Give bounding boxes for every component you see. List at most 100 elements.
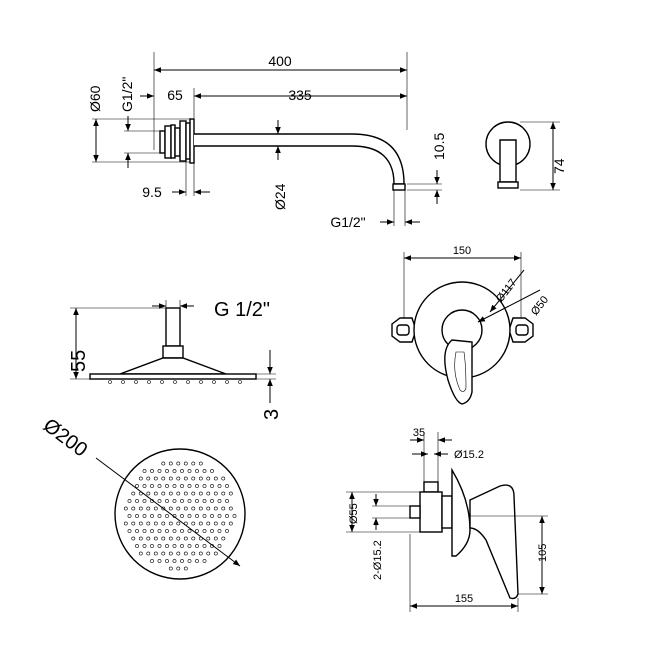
head-hole [146,551,151,556]
head-hole [191,551,196,556]
head-hole [198,551,203,556]
head-hole [202,529,207,533]
head-hole [232,514,237,518]
arm-outlet [392,183,406,191]
head-hole [157,529,162,533]
head-hole [168,521,173,526]
head-hole [202,484,207,488]
head-hole [131,536,136,541]
head-thickness-label: 3 [261,409,283,420]
head-hole [135,499,139,503]
head-hole [146,536,151,541]
head-hole [191,521,196,526]
head-hole [138,476,143,481]
head-hole [165,529,169,533]
head-hole [183,461,188,466]
head-hole [225,499,229,503]
head-hole [146,521,151,526]
head-hole [157,514,162,518]
head-hole [221,506,226,511]
head-hole [180,469,184,473]
head-hole [187,559,192,563]
head-hole [187,529,192,533]
head-hole [210,469,214,473]
head-hole [176,491,181,496]
head-hole [198,506,203,511]
head-thread-label: G 1/2" [214,299,270,321]
head-hole [180,559,184,563]
head-hole [135,544,139,548]
head-hole [206,536,211,541]
head-hole [138,521,143,526]
head-hole [183,506,188,511]
head-hole [217,529,222,533]
arm-thread-out-label: G1/2" [330,214,365,230]
head-holes [123,461,237,571]
nozzle [225,380,229,384]
head-hole [157,559,162,563]
head-hole [172,544,177,548]
head-hole [225,484,229,488]
head-hole [161,476,166,481]
head-hole [153,536,158,541]
head-hole [217,499,222,503]
head-hole [131,491,136,496]
head-hole [161,491,166,496]
arm-length-label: 400 [268,53,292,69]
head-hole [228,506,233,511]
head-hole [183,566,188,571]
head-hole [228,491,233,496]
handle-dia-label: Ø50 [529,294,551,318]
head-hole [153,506,158,511]
head-hole [176,521,181,526]
head-hole [183,476,188,481]
head-hole [153,476,158,481]
head-hole [150,529,154,533]
head-hole [172,499,177,503]
head-hole [176,566,181,571]
head-hole [168,506,173,511]
head-hole [187,469,192,473]
head-hole [157,469,162,473]
head-hole [138,536,143,541]
head-hole [142,499,147,503]
head-hole [165,484,169,488]
head-hole [213,476,218,481]
head-hole [191,536,196,541]
nozzle [121,380,125,384]
head-hole [123,506,128,511]
head-hole [221,536,226,541]
head-hole [198,491,203,496]
head-hole [127,499,132,503]
head-hole [172,559,177,563]
head-hole [142,514,147,518]
head-hole [172,529,177,533]
head-hole [150,559,154,563]
head-hole [176,536,181,541]
head-hole [146,491,151,496]
head-hole [180,529,184,533]
head-hole [157,544,162,548]
flange-dia-label: Ø60 [87,85,103,112]
head-hole [195,484,199,488]
head-hole [127,514,132,518]
inlet-dia-label: Ø15.2 [454,449,484,461]
shower-head-top-view: Ø200 [39,414,246,580]
head-hole [180,499,184,503]
valve-plate-side [451,467,471,557]
head-hole [217,514,222,518]
head-hole [198,461,203,466]
head-hole [198,476,203,481]
head-hole [221,491,226,496]
head-hole [187,514,192,518]
head-hole [123,521,128,526]
nozzle [186,380,190,384]
arm-thread-in-label: G1/2" [119,77,135,112]
head-hole [138,506,143,511]
head-hole [176,551,181,556]
head-hole [138,551,143,556]
head-hole [168,536,173,541]
head-hole [202,544,207,548]
head-hole [191,476,196,481]
